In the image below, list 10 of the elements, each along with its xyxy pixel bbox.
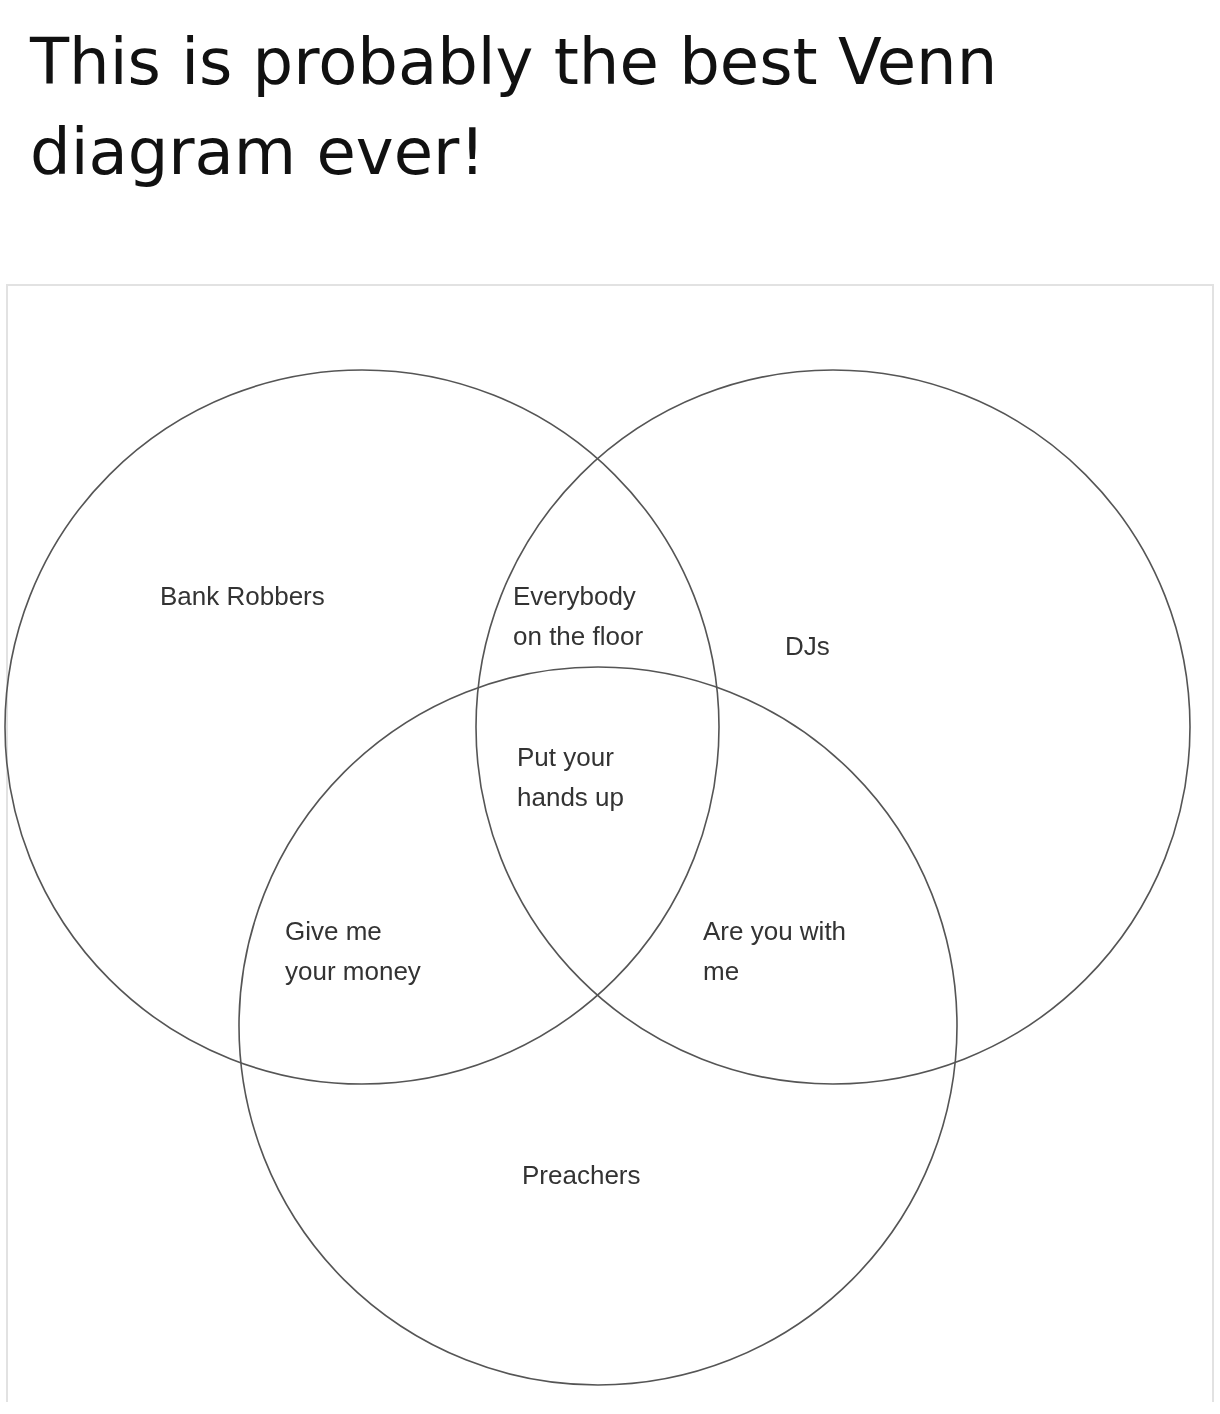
- venn-circle: [239, 667, 957, 1385]
- venn-circle: [476, 370, 1190, 1084]
- set-label: DJs: [785, 630, 830, 663]
- set-label: Preachers: [522, 1159, 641, 1192]
- overlap-label: Are you with me: [703, 915, 848, 988]
- overlap-label: Put your hands up: [517, 741, 625, 814]
- set-label: Bank Robbers: [160, 580, 325, 613]
- overlap-label: Give me your money: [285, 915, 422, 988]
- overlap-label: Everybody on the floor: [513, 580, 645, 653]
- title: This is probably the best Venn diagram ever!: [30, 24, 999, 191]
